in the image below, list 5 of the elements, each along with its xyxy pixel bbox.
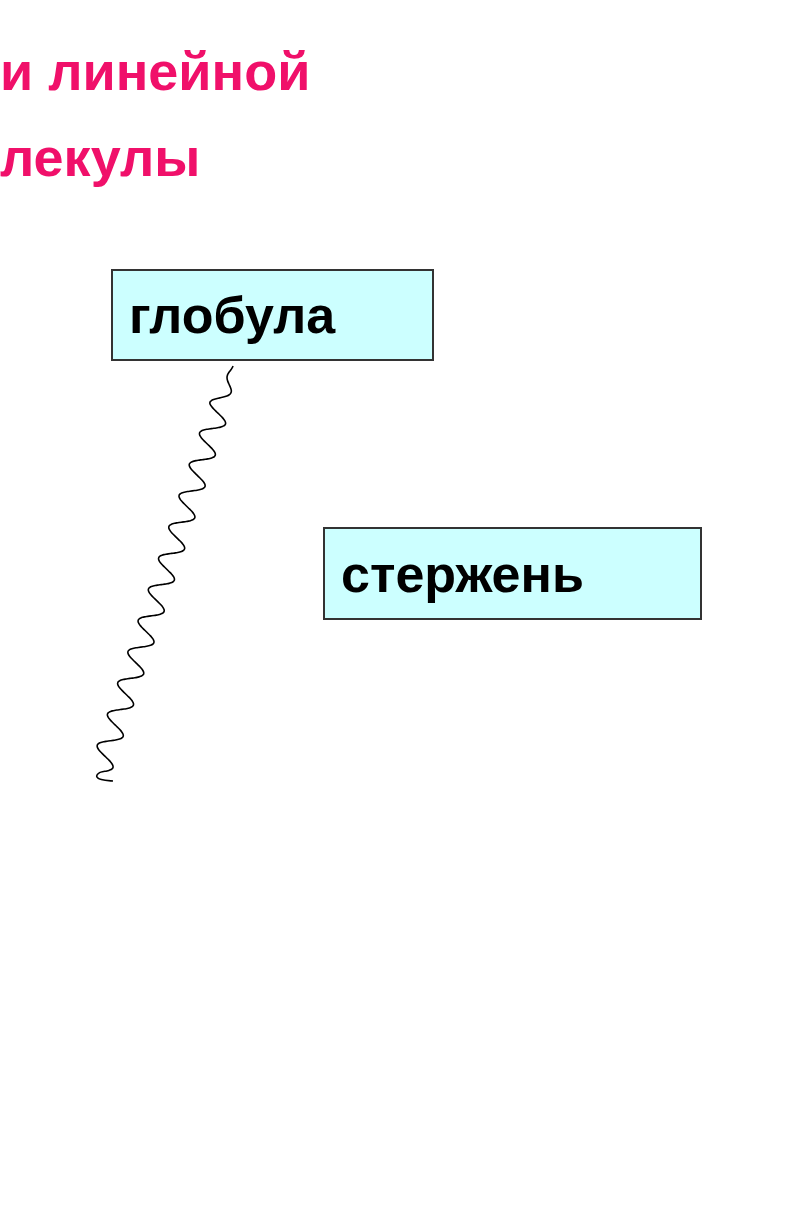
label-box xyxy=(323,527,702,620)
label-box xyxy=(111,269,434,361)
slide-title: и линейной лекулы xyxy=(0,40,312,189)
box-label: стержень xyxy=(340,543,584,604)
box-label: глобула xyxy=(128,285,336,345)
